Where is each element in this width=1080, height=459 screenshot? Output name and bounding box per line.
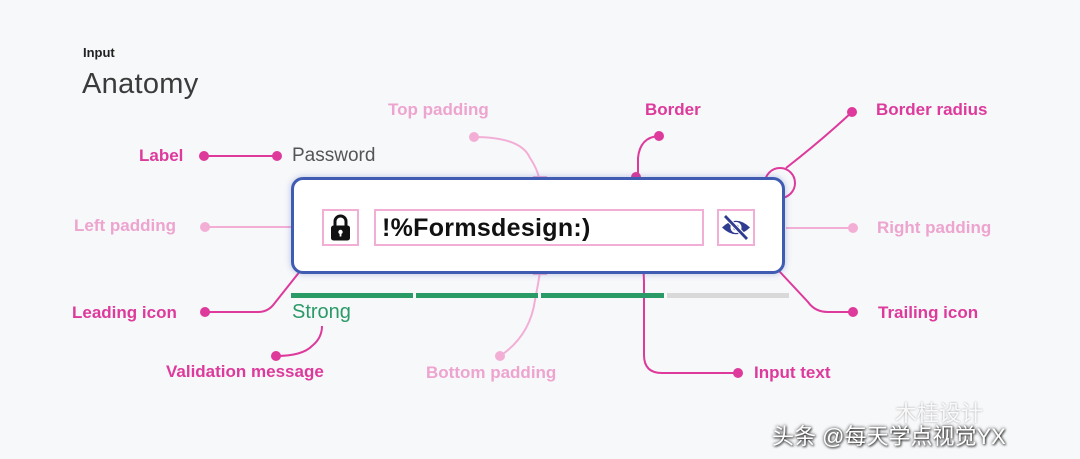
trailing-icon-connector [751, 241, 853, 313]
page-title: Anatomy [82, 68, 199, 100]
input-value[interactable]: !%Formsdesign:) [382, 214, 591, 242]
annotation-border-radius: Border radius [876, 100, 988, 119]
annotation-left-padding: Left padding [74, 216, 176, 235]
right-padding-dot [848, 223, 858, 233]
validation-dot [271, 351, 281, 361]
leading-icon-connector [205, 240, 325, 313]
leading-icon-box [322, 209, 359, 246]
input-text-dot-end [733, 368, 743, 378]
annotation-label: Label [139, 146, 184, 165]
annotation-right-padding: Right padding [877, 218, 992, 237]
border-radius-connector [785, 111, 853, 169]
annotation-trailing-icon: Trailing icon [878, 303, 979, 322]
strength-segment-4 [667, 293, 789, 298]
left-padding-dot [200, 222, 210, 232]
bottom-padding-dot [495, 351, 505, 361]
field-label: Password [292, 145, 376, 166]
validation-message: Strong [292, 301, 351, 323]
annotation-leading-icon: Leading icon [72, 303, 177, 322]
strength-segment-2 [416, 293, 538, 298]
border-radius-dot [847, 107, 857, 117]
section-overline: Input [83, 45, 115, 60]
input-text-box[interactable]: !%Formsdesign:) [374, 209, 704, 246]
bottom-padding-connector [499, 271, 541, 357]
trailing-icon-box[interactable] [717, 209, 755, 246]
watermark-text: 头条 @每天学点视觉YX [772, 424, 1006, 449]
eye-slash-icon[interactable] [719, 211, 753, 244]
strength-segment-1 [291, 293, 413, 298]
strength-segment-3 [541, 293, 664, 298]
validation-connector [275, 325, 323, 357]
lock-icon [331, 214, 350, 241]
annotation-border: Border [645, 100, 701, 119]
border-connector [637, 135, 660, 177]
trailing-icon-dot-end [848, 307, 858, 317]
label-dot-end [272, 151, 282, 161]
annotation-validation-message: Validation message [166, 362, 324, 381]
annotation-bottom-padding: Bottom padding [426, 363, 557, 382]
annotation-input-text: Input text [754, 363, 831, 382]
top-padding-dot [469, 132, 479, 142]
border-dot-start [654, 131, 664, 141]
label-dot-start [199, 151, 209, 161]
watermark-logo: 木桂设计 [895, 401, 984, 426]
annotation-top-padding: Top padding [388, 100, 489, 119]
leading-icon-dot-start [200, 307, 210, 317]
